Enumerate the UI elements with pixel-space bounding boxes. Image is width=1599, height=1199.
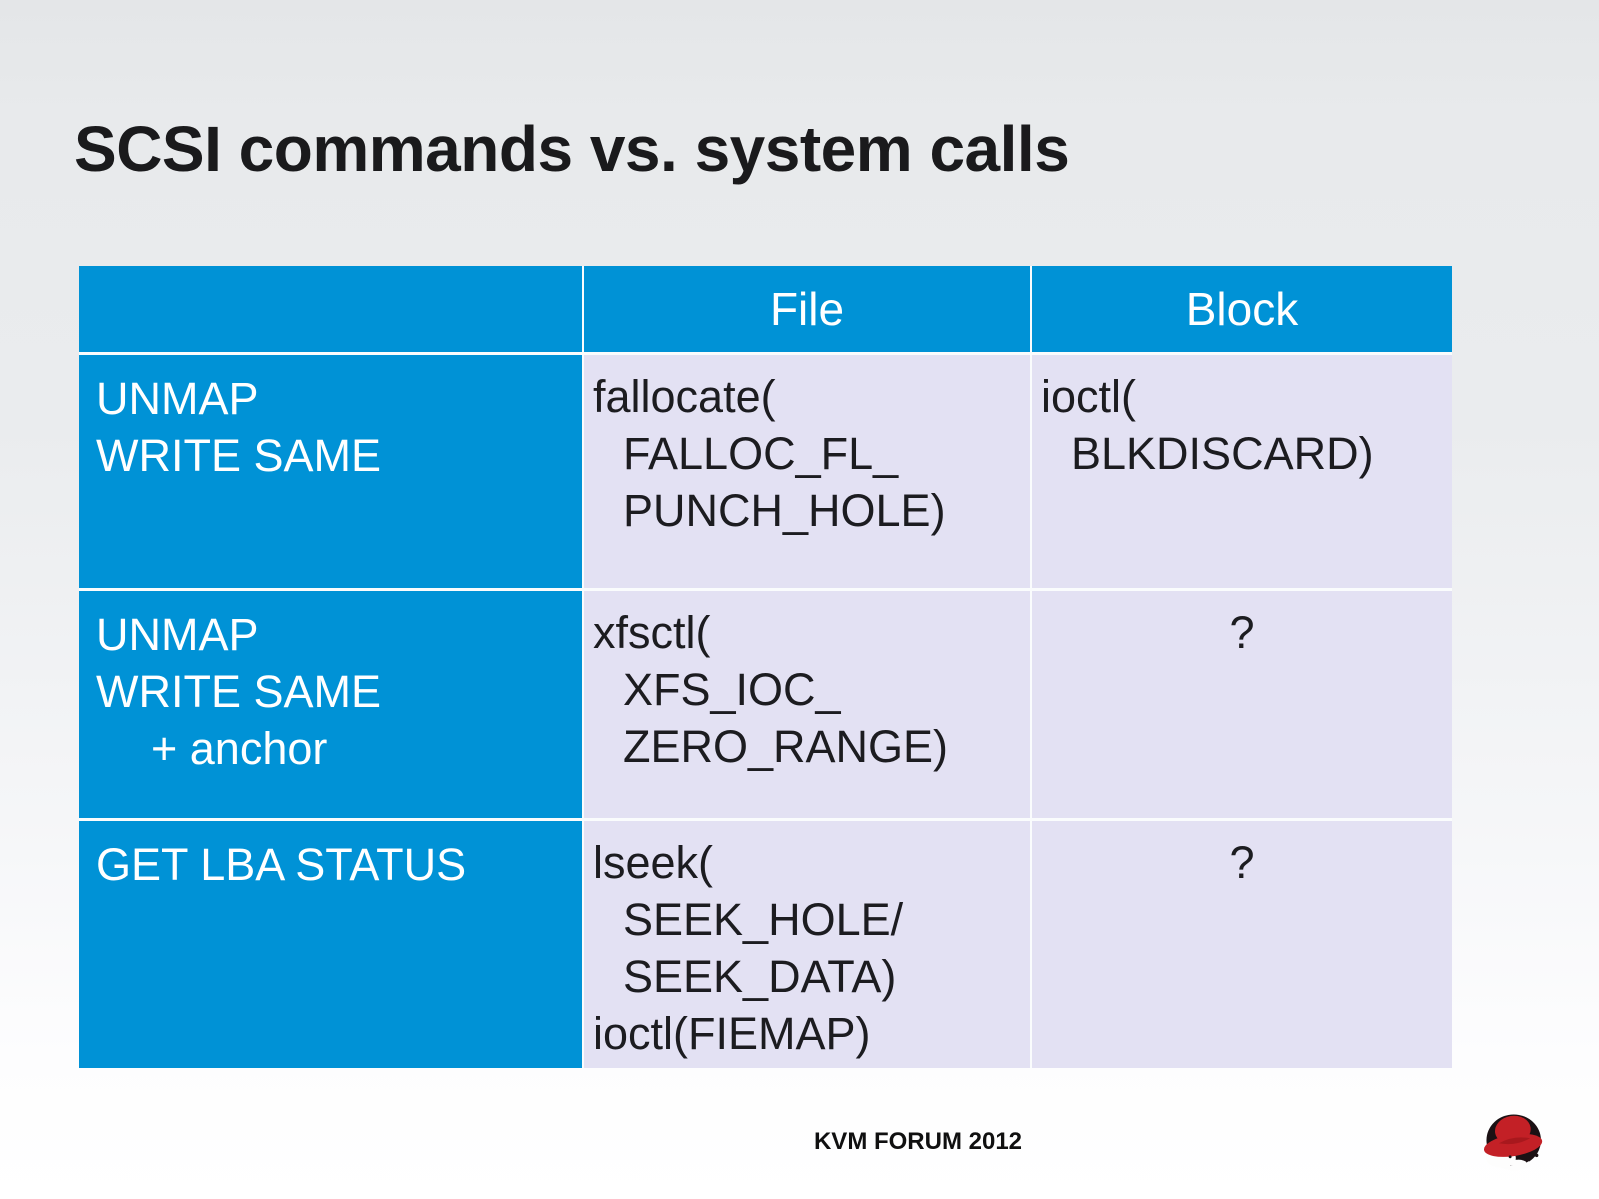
- label-line: WRITE SAME: [96, 666, 382, 717]
- code-line: ioctl(FIEMAP): [593, 1008, 871, 1059]
- row-label-get-lba-status: GET LBA STATUS: [79, 821, 582, 1068]
- code-line: BLKDISCARD): [1071, 428, 1374, 479]
- code-line: fallocate(: [593, 371, 776, 422]
- cell-file-fallocate: fallocate( FALLOC_FL_ PUNCH_HOLE): [584, 355, 1030, 588]
- label-line: GET LBA STATUS: [96, 839, 467, 890]
- label-line: UNMAP: [96, 373, 259, 424]
- red-hat-shadowman-logo-icon: [1483, 1114, 1543, 1171]
- header-cell-file: File: [584, 266, 1030, 352]
- label-line: + anchor: [151, 723, 328, 774]
- header-cell-block: Block: [1032, 266, 1452, 352]
- code-line: lseek(: [593, 837, 714, 888]
- question-mark: ?: [1229, 607, 1255, 658]
- code-line: ZERO_RANGE): [623, 721, 949, 772]
- label-line: WRITE SAME: [96, 430, 382, 481]
- row-label-unmap-write-same: UNMAP WRITE SAME: [79, 355, 582, 588]
- code-line: FALLOC_FL_: [623, 428, 899, 479]
- cell-block-unknown-2: ?: [1032, 821, 1452, 1068]
- header-cell-empty: [79, 266, 582, 352]
- code-line: ioctl(: [1041, 371, 1137, 422]
- code-line: PUNCH_HOLE): [623, 485, 946, 536]
- code-line: XFS_IOC_: [623, 664, 841, 715]
- code-line: SEEK_DATA): [623, 951, 897, 1002]
- cell-file-xfsctl: xfsctl( XFS_IOC_ ZERO_RANGE): [584, 591, 1030, 818]
- cell-file-lseek-fiemap: lseek( SEEK_HOLE/ SEEK_DATA) ioctl(FIEMA…: [584, 821, 1030, 1068]
- cell-block-unknown-1: ?: [1032, 591, 1452, 818]
- row-label-unmap-write-same-anchor: UNMAP WRITE SAME + anchor: [79, 591, 582, 818]
- slide-title: SCSI commands vs. system calls: [74, 113, 1070, 185]
- label-line: UNMAP: [96, 609, 259, 660]
- code-line: SEEK_HOLE/: [623, 894, 904, 945]
- cell-block-blkdiscard: ioctl( BLKDISCARD): [1032, 355, 1452, 588]
- footer-conference-label: KVM FORUM 2012: [813, 1128, 1023, 1155]
- question-mark: ?: [1229, 837, 1255, 888]
- code-line: xfsctl(: [593, 607, 711, 658]
- scsi-vs-syscalls-table: File Block UNMAP WRITE SAME fallocate( F…: [79, 266, 1452, 1068]
